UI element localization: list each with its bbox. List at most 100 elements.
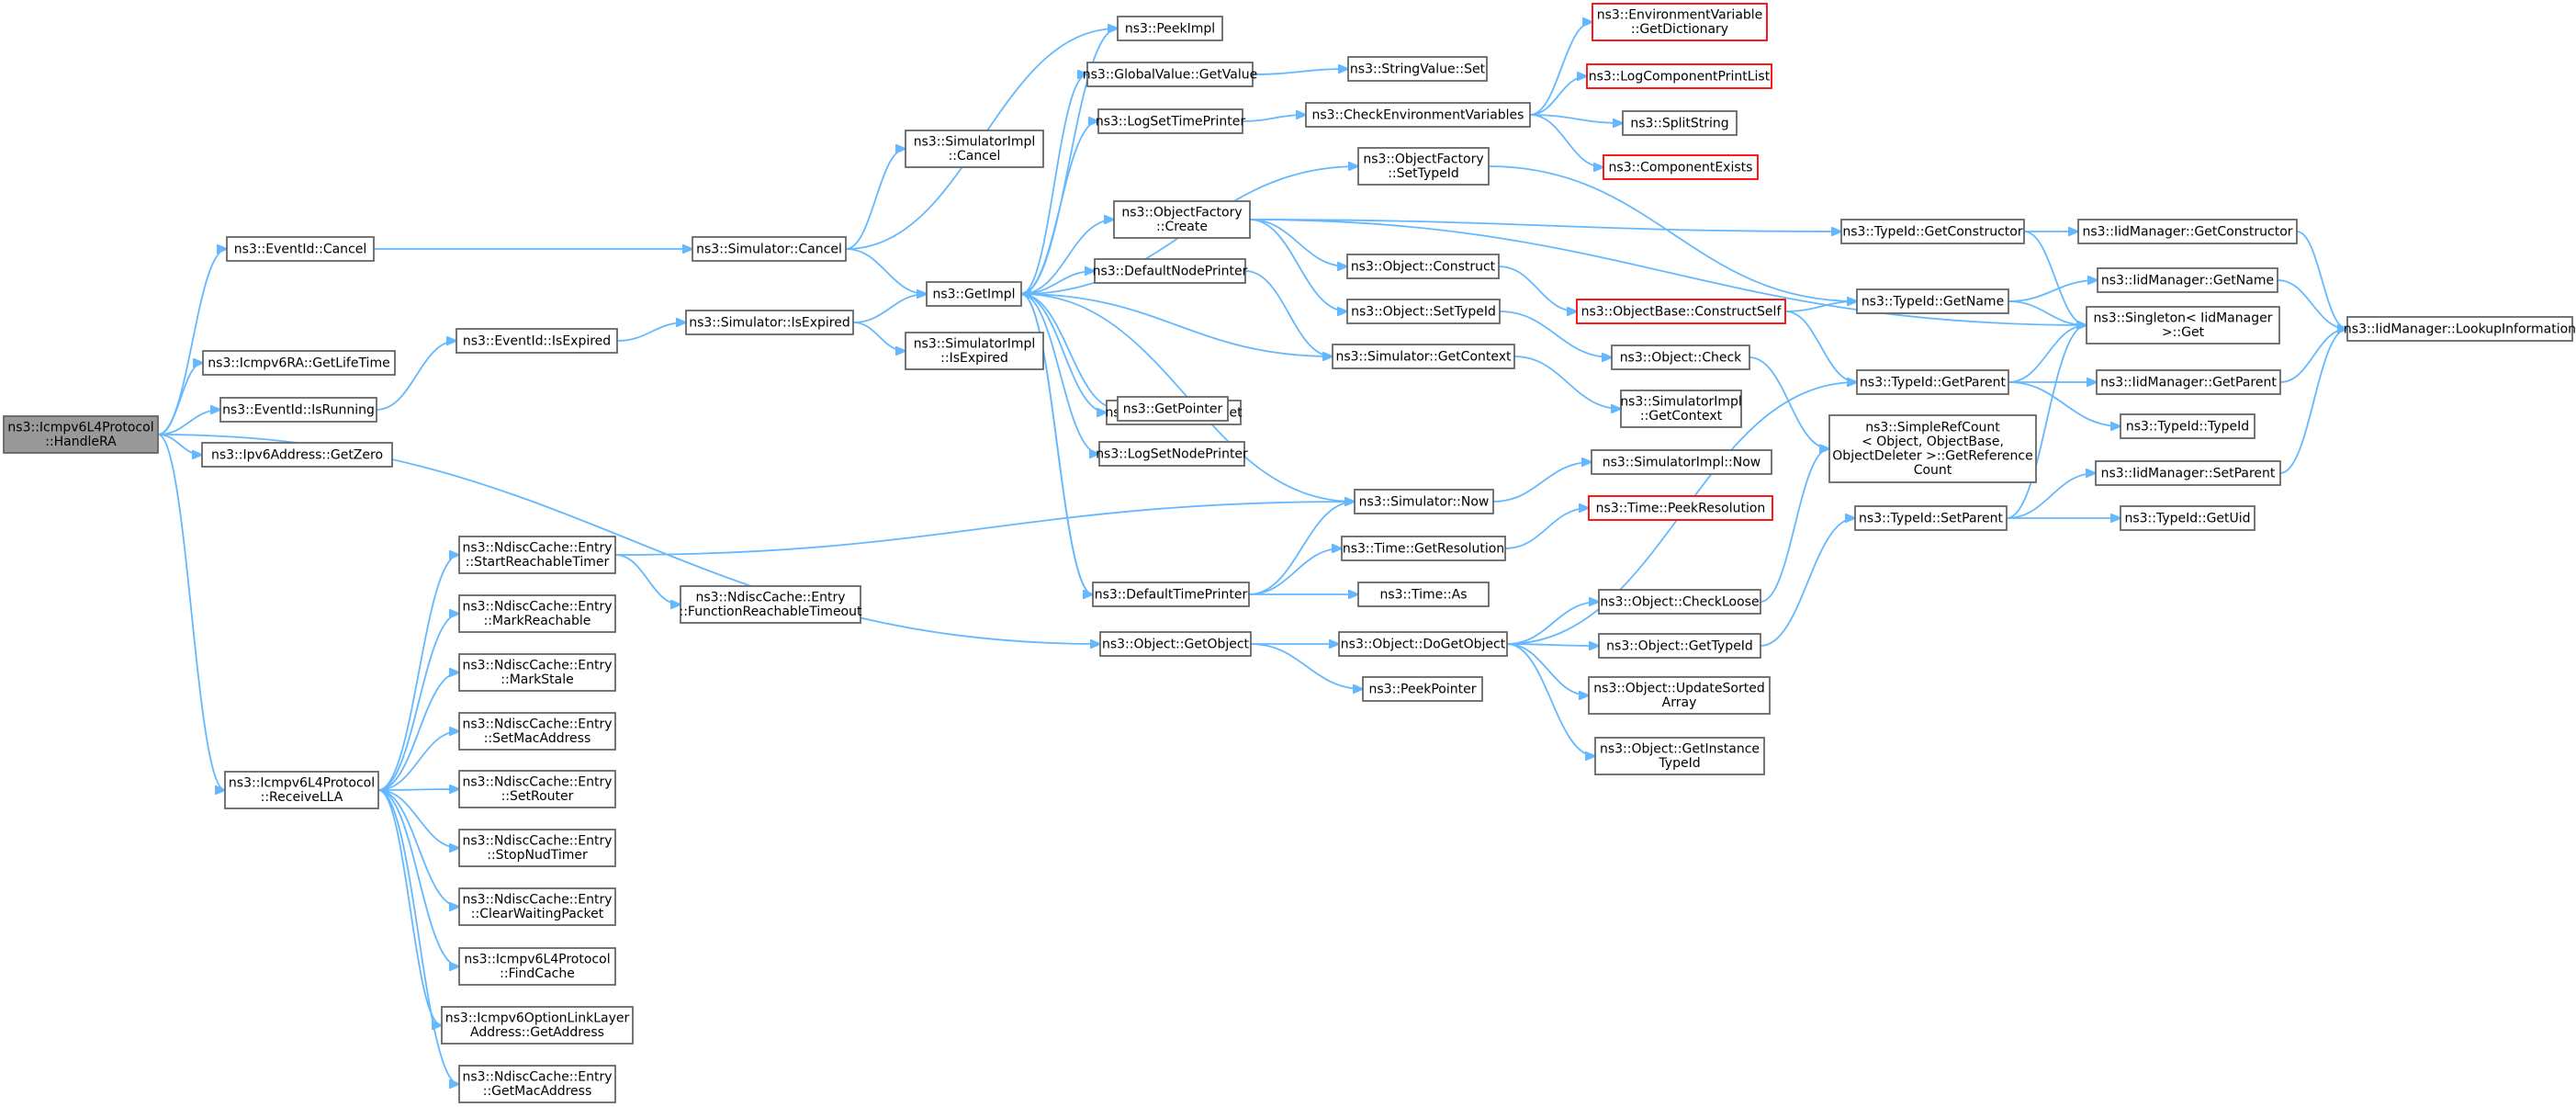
- edge-start-reachable-to-reachable-timeout: [614, 554, 681, 604]
- edge-handle-ra-to-ra-getlifetime: [157, 363, 203, 435]
- node-set-router[interactable]: ns3::NdiscCache::Entry::SetRouter: [458, 770, 616, 808]
- node-label: >::Get: [2162, 325, 2205, 340]
- node-iid-getname[interactable]: ns3::IidManager::GetName: [2097, 267, 2278, 293]
- node-time-peekres[interactable]: ns3::Time::PeekResolution: [1588, 495, 1773, 521]
- node-iid-getparent[interactable]: ns3::IidManager::GetParent: [2096, 369, 2281, 395]
- node-stop-nud[interactable]: ns3::NdiscCache::Entry::StopNudTimer: [458, 829, 616, 867]
- node-object-getobject[interactable]: ns3::Object::GetObject: [1099, 631, 1252, 657]
- edge-default-node-printer-to-sim-getcontext: [1244, 270, 1333, 356]
- edge-objfactory-settypeid-to-typeid-getname: [1488, 165, 1857, 301]
- node-typeid-getname[interactable]: ns3::TypeId::GetName: [1856, 288, 2009, 314]
- node-gv-getvalue[interactable]: ns3::GlobalValue::GetValue: [1083, 62, 1257, 87]
- node-logcomp-printlist[interactable]: ns3::LogComponentPrintList: [1586, 63, 1772, 89]
- node-label: ::Cancel: [949, 149, 1001, 164]
- node-mark-stale[interactable]: ns3::NdiscCache::Entry::MarkStale: [458, 653, 616, 692]
- node-typeid-getuid[interactable]: ns3::TypeId::GetUid: [2120, 505, 2255, 531]
- node-split-string[interactable]: ns3::SplitString: [1622, 110, 1738, 136]
- node-label: ns3::Simulator::Cancel: [696, 242, 842, 256]
- node-time-as[interactable]: ns3::Time::As: [1357, 582, 1490, 607]
- node-sim-isexpired[interactable]: ns3::Simulator::IsExpired: [685, 310, 854, 335]
- node-component-exists[interactable]: ns3::ComponentExists: [1603, 154, 1759, 180]
- node-log-set-time[interactable]: ns3::LogSetTimePrinter: [1096, 108, 1246, 134]
- node-eventid-cancel[interactable]: ns3::EventId::Cancel: [226, 236, 375, 262]
- node-stringvalue-set[interactable]: ns3::StringValue::Set: [1347, 56, 1488, 82]
- node-clear-waiting[interactable]: ns3::NdiscCache::Entry::ClearWaitingPack…: [458, 887, 616, 926]
- node-start-reachable[interactable]: ns3::NdiscCache::Entry::StartReachableTi…: [458, 536, 616, 574]
- node-find-cache[interactable]: ns3::Icmpv6L4Protocol::FindCache: [458, 947, 616, 986]
- node-label: TypeId: [1658, 756, 1700, 771]
- node-eventid-isexpired[interactable]: ns3::EventId::IsExpired: [456, 328, 618, 354]
- edge-objfactory-create-to-object-settypeid: [1249, 219, 1347, 311]
- node-typeid-getparent[interactable]: ns3::TypeId::GetParent: [1856, 369, 2009, 395]
- node-objfactory-create[interactable]: ns3::ObjectFactory::Create: [1113, 200, 1251, 239]
- node-simimpl-isexpired[interactable]: ns3::SimulatorImpl::IsExpired: [905, 332, 1044, 370]
- edge-eventid-isexpired-to-sim-isexpired: [616, 322, 686, 342]
- node-label: ::SetMacAddress: [484, 731, 591, 746]
- node-get-mac[interactable]: ns3::NdiscCache::Entry::GetMacAddress: [458, 1065, 616, 1103]
- node-default-node-printer[interactable]: ns3::DefaultNodePrinter: [1093, 258, 1248, 284]
- node-eventid-isrunning[interactable]: ns3::EventId::IsRunning: [219, 397, 377, 423]
- node-handle-ra[interactable]: ns3::Icmpv6L4Protocol::HandleRA: [3, 415, 159, 454]
- node-ipv6-getzero[interactable]: ns3::Ipv6Address::GetZero: [201, 442, 393, 468]
- node-object-checkloose[interactable]: ns3::Object::CheckLoose: [1598, 589, 1761, 615]
- node-object-gettypeid[interactable]: ns3::Object::GetTypeId: [1598, 633, 1761, 659]
- node-box: [458, 829, 616, 867]
- node-receive-lla[interactable]: ns3::Icmpv6L4Protocol::ReceiveLLA: [224, 771, 379, 809]
- node-peek-pointer[interactable]: ns3::PeekPointer: [1362, 676, 1483, 702]
- node-label: ::ClearWaitingPacket: [471, 907, 604, 921]
- node-label: ns3::PeekPointer: [1369, 682, 1477, 696]
- node-object-check[interactable]: ns3::Object::Check: [1611, 345, 1750, 370]
- node-objfactory-settypeid[interactable]: ns3::ObjectFactory::SetTypeId: [1357, 147, 1490, 186]
- node-typeid-getconstructor[interactable]: ns3::TypeId::GetConstructor: [1840, 219, 2025, 244]
- node-box: [1092, 582, 1250, 607]
- node-default-time-printer[interactable]: ns3::DefaultTimePrinter: [1092, 582, 1250, 607]
- node-sim-now[interactable]: ns3::Simulator::Now: [1354, 489, 1494, 514]
- edge-receive-lla-to-set-mac: [377, 731, 459, 791]
- edge-sim-getcontext-to-simimpl-getcontext: [1513, 356, 1621, 409]
- node-iid-lookup[interactable]: ns3::IidManager::LookupInformation: [2344, 316, 2576, 342]
- node-simplerefcount[interactable]: ns3::SimpleRefCount< Object, ObjectBase,…: [1828, 414, 2037, 483]
- edge-object-gettypeid-to-typeid-setparent: [1760, 518, 1855, 647]
- node-reachable-timeout[interactable]: ns3::NdiscCache::Entry::FunctionReachabl…: [679, 585, 862, 624]
- node-option-getaddress[interactable]: ns3::Icmpv6OptionLinkLayerAddress::GetAd…: [441, 1006, 634, 1045]
- node-singleton-get[interactable]: ns3::Singleton< IidManager >::Get: [2086, 306, 2280, 345]
- node-ra-getlifetime[interactable]: ns3::Icmpv6RA::GetLifeTime: [202, 350, 396, 376]
- node-check-env[interactable]: ns3::CheckEnvironmentVariables: [1305, 102, 1531, 128]
- node-object-construct[interactable]: ns3::Object::Construct: [1346, 254, 1500, 279]
- node-peek-impl[interactable]: ns3::PeekImpl: [1117, 16, 1223, 41]
- node-mark-reachable[interactable]: ns3::NdiscCache::Entry::MarkReachable: [458, 594, 616, 633]
- node-label: ::IsExpired: [940, 351, 1008, 366]
- node-env-getdict[interactable]: ns3::EnvironmentVariable::GetDictionary: [1592, 3, 1768, 41]
- node-typeid-typeid[interactable]: ns3::TypeId::TypeId: [2120, 413, 2255, 439]
- node-get-impl[interactable]: ns3::GetImpl: [926, 281, 1022, 307]
- node-label: ns3::GlobalValue::GetValue: [1083, 67, 1257, 82]
- node-box: [3, 415, 159, 454]
- node-set-mac[interactable]: ns3::NdiscCache::Entry::SetMacAddress: [458, 712, 616, 751]
- node-label: ns3::Object::DoGetObject: [1341, 637, 1506, 651]
- node-box: [458, 947, 616, 986]
- node-label: ns3::StringValue::Set: [1350, 62, 1486, 76]
- node-box: [680, 585, 861, 624]
- node-typeid-setparent[interactable]: ns3::TypeId::SetParent: [1854, 505, 2008, 531]
- node-time-getres[interactable]: ns3::Time::GetResolution: [1341, 536, 1506, 561]
- node-label: ns3::NdiscCache::Entry: [463, 893, 613, 908]
- node-get-pointer[interactable]: ns3::GetPointer: [1117, 396, 1229, 422]
- node-object-settypeid[interactable]: ns3::Object::SetTypeId: [1346, 299, 1501, 324]
- node-box: [1347, 56, 1488, 82]
- node-simimpl-now[interactable]: ns3::SimulatorImpl::Now: [1591, 449, 1772, 475]
- node-label: ::GetContext: [1640, 409, 1723, 424]
- node-sim-getcontext[interactable]: ns3::Simulator::GetContext: [1332, 344, 1515, 369]
- edge-object-construct-to-objectbase-constructself: [1498, 265, 1577, 311]
- node-box: [226, 236, 375, 262]
- node-object-dogetobject[interactable]: ns3::Object::DoGetObject: [1338, 631, 1508, 657]
- node-sim-cancel[interactable]: ns3::Simulator::Cancel: [692, 236, 847, 262]
- edge-objectbase-constructself-to-typeid-getparent: [1784, 311, 1857, 382]
- node-simimpl-getcontext[interactable]: ns3::SimulatorImpl::GetContext: [1620, 390, 1742, 428]
- node-objectbase-constructself[interactable]: ns3::ObjectBase::ConstructSelf: [1576, 299, 1786, 324]
- node-iid-getconstructor[interactable]: ns3::IidManager::GetConstructor: [2077, 219, 2298, 244]
- node-simimpl-cancel[interactable]: ns3::SimulatorImpl::Cancel: [905, 130, 1044, 168]
- node-log-set-node[interactable]: ns3::LogSetNodePrinter: [1096, 441, 1248, 467]
- node-iid-setparent[interactable]: ns3::IidManager::SetParent: [2095, 460, 2281, 486]
